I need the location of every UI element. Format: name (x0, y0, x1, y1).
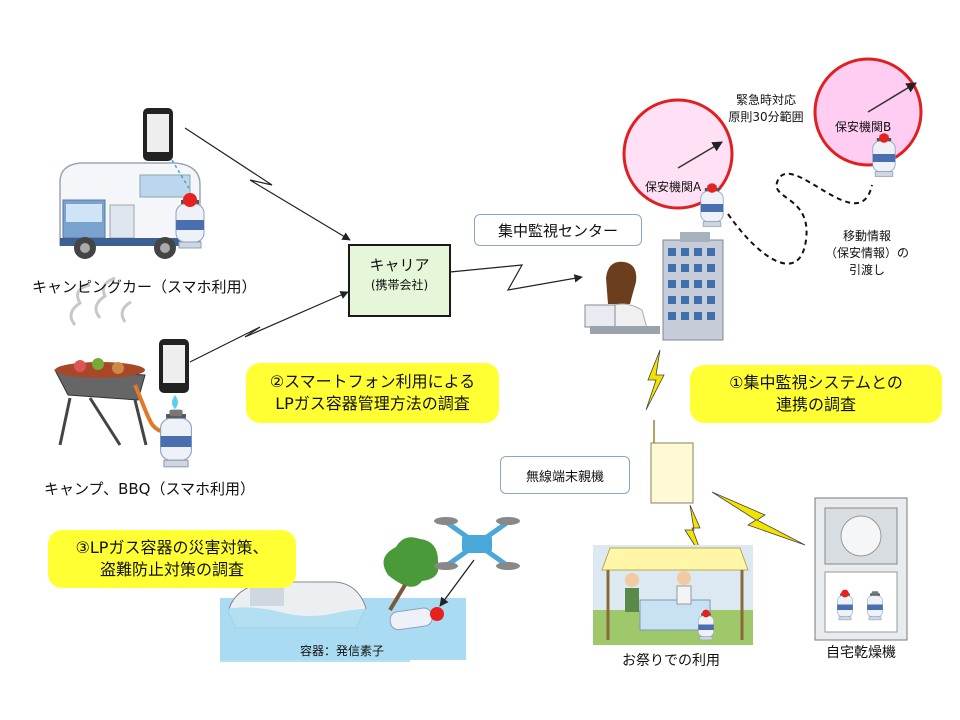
tree-icon (383, 537, 439, 587)
gas-cylinder-icon (700, 183, 724, 227)
office-building-icon (662, 232, 724, 341)
smartphone-icon (159, 339, 189, 393)
market-stall-icon (593, 545, 753, 645)
transfer-line1: 移動情報 (842, 229, 891, 243)
org-b-radius-arrow (867, 82, 917, 113)
link-carrier-center (449, 264, 583, 291)
transfer-label: 移動情報 （保安情報）の 引渡し (812, 228, 922, 279)
org-b-label: 保安機関B (835, 120, 892, 134)
note-smartphone-line2: LPガス容器管理方法の調査 (275, 394, 470, 413)
gas-cylinder-icon (175, 193, 205, 249)
note-disaster-line1: ③LPガス容器の災害対策、 (75, 538, 269, 557)
camper-van-icon (59, 162, 201, 259)
terminal-label: 無線端末親機 (500, 456, 630, 494)
grill-icon (54, 276, 166, 446)
dryer-unit-icon (814, 497, 908, 641)
lightning-icon (711, 491, 806, 546)
link-camper-carrier (184, 127, 351, 241)
gas-cylinder-icon (872, 133, 896, 177)
lightning-icon (645, 349, 665, 411)
transfer-line3: 引渡し (848, 263, 885, 277)
carrier-name: キャリア (369, 256, 430, 274)
drone-icon (434, 517, 520, 570)
camper-label: キャンピングカー（スマホ利用） (32, 278, 257, 296)
drone-detect-arrow (439, 559, 475, 607)
note-disaster-line2: 盗難防止対策の調査 (99, 560, 244, 579)
note-smartphone: ②スマートフォン利用による LPガス容器管理方法の調査 (246, 363, 499, 423)
org-a-radius-arrow (677, 141, 723, 169)
movement-path (727, 172, 873, 265)
note-integration-line2: 連携の調査 (775, 395, 856, 414)
festival-label: お祭りでの利用 (622, 653, 720, 669)
carrier-label: キャリア (携帯会社) (349, 255, 450, 295)
gas-cylinder-icon (698, 609, 714, 641)
center-label: 集中監視センター (474, 214, 642, 246)
flame-icon (172, 395, 178, 409)
note-integration-line1: ①集中監視システムとの (729, 373, 903, 392)
carrier-sub: (携帯会社) (370, 278, 429, 292)
org-a-label: 保安機関A (645, 180, 702, 194)
carrier-box (348, 244, 451, 317)
transmitter-label: 容器：発信素子 (300, 644, 385, 658)
response-line1: 緊急時対応 (735, 93, 796, 107)
gas-cylinder-icon (160, 409, 192, 468)
response-label: 緊急時対応 原則30分範囲 (720, 92, 812, 126)
dryer-label: 自宅乾燥機 (826, 645, 896, 661)
note-integration: ①集中監視システムとの 連携の調査 (690, 365, 942, 423)
camp-bbq-label: キャンプ、BBQ（スマホ利用） (44, 480, 256, 498)
base-station-icon (650, 420, 694, 504)
org-a-circle (622, 98, 734, 210)
transfer-line2: （保安情報）の (824, 246, 909, 260)
operator-icon (584, 261, 660, 334)
note-disaster: ③LPガス容器の災害対策、 盗難防止対策の調査 (48, 530, 296, 588)
note-smartphone-line1: ②スマートフォン利用による (269, 372, 476, 391)
smartphone-icon (143, 108, 173, 161)
link-bbq-carrier (189, 291, 349, 363)
flood-scene (220, 537, 466, 662)
response-line2: 原則30分範囲 (728, 110, 804, 124)
